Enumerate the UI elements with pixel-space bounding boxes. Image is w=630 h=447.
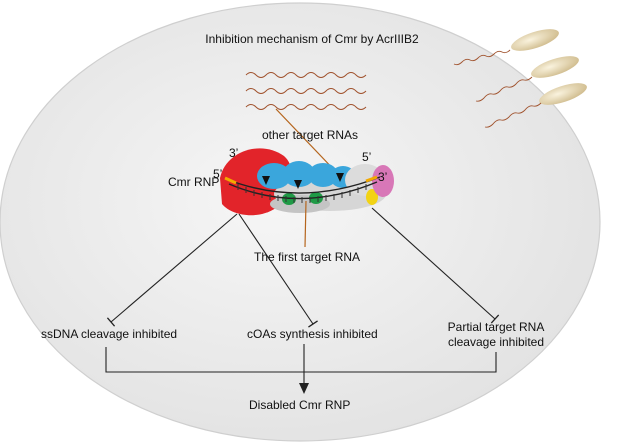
phage-particles (453, 29, 587, 128)
inhibition-line-partial (371, 207, 500, 324)
subunit-yellow (366, 189, 378, 205)
subunit-blue-2 (283, 161, 315, 187)
cmr-rnp-complex (220, 148, 394, 216)
outcome-arrowhead (299, 383, 309, 394)
cleavage-arrowhead-3 (336, 173, 344, 182)
left-3prime-label: 3’ (229, 146, 239, 160)
other-target-rnas-label: other target RNAs (262, 128, 359, 142)
rna-wave-2 (245, 88, 367, 94)
cmr-rnp-label: Cmr RNP (168, 175, 220, 189)
rna-wave-1 (245, 72, 367, 78)
phage-head-3 (539, 83, 587, 105)
first-target-pointer (304, 200, 307, 248)
rna-wave-3 (245, 104, 367, 110)
ssdna-outcome-label: ssDNA cleavage inhibited (41, 327, 178, 341)
phage-head-1 (511, 29, 559, 51)
right-5prime-label: 5’ (362, 150, 372, 164)
subunit-pink-right (372, 165, 394, 197)
crrna-handle-right (365, 175, 378, 183)
outcome-bracket (105, 347, 497, 373)
phage-dna-3 (484, 102, 542, 128)
final-outcome-label: Disabled Cmr RNP (249, 398, 351, 412)
phage-dna-1 (453, 49, 511, 66)
coas-outcome-label: cOAs synthesis inhibited (247, 327, 378, 341)
partial-outcome-label-line1: Partial target RNA (447, 320, 545, 334)
crrna-strand (225, 176, 381, 194)
phage-head-2 (531, 56, 579, 78)
cell-body (0, 2, 601, 442)
partial-outcome-label-line2: cleavage inhibited (447, 335, 545, 349)
diagram-title: Inhibition mechanism of Cmr by AcrIIIB2 (205, 32, 419, 46)
crrna-handle-left (224, 176, 237, 185)
inhibition-line-ssdna (106, 213, 238, 327)
inhibition-line-coas (238, 213, 318, 328)
right-3prime-label: 3’ (378, 170, 388, 184)
cleavage-arrowhead-1 (262, 176, 270, 185)
other-target-rnas (245, 72, 367, 110)
first-target-rna-label: The first target RNA (254, 250, 361, 264)
subunit-blue-3 (308, 163, 338, 187)
cleavage-arrowhead-2 (294, 180, 302, 189)
left-5prime-label: 5’ (213, 167, 223, 181)
duplex-rungs (237, 184, 367, 203)
phage-dna-2 (475, 76, 533, 102)
